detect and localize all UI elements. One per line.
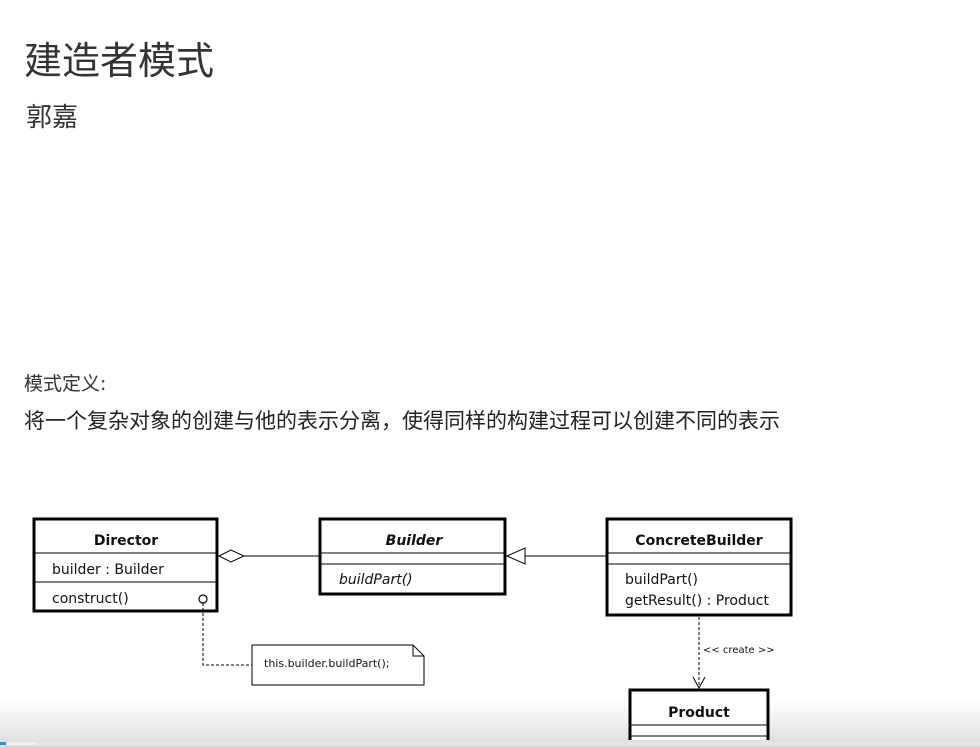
aggregation-connector	[217, 549, 320, 563]
aggregation-diamond-icon	[217, 549, 246, 563]
director-attribute: builder : Builder	[52, 562, 164, 578]
concrete-builder-method: buildPart()	[625, 572, 698, 588]
buffered-bar	[0, 742, 37, 745]
class-product: Product	[628, 688, 770, 740]
slide-title: 建造者模式	[24, 39, 215, 83]
definition-text: 将一个复杂对象的创建与他的表示分离，使得同样的构建过程可以创建不同的表示	[24, 409, 780, 433]
concrete-builder-name: ConcreteBuilder	[635, 533, 762, 549]
note-anchor-icon	[198, 594, 208, 604]
director-name: Director	[94, 533, 158, 549]
played-bar	[0, 742, 6, 745]
builder-name: Builder	[386, 533, 444, 549]
class-director: Director builder : Builder construct()	[32, 517, 219, 613]
concrete-builder-method: getResult() : Product	[625, 593, 769, 609]
video-progress-bar[interactable]	[0, 742, 980, 745]
note: this.builder.buildPart();	[202, 603, 425, 686]
note-text: this.builder.buildPart();	[264, 657, 389, 670]
create-label: << create >>	[703, 645, 775, 656]
product-name: Product	[668, 705, 730, 721]
player-controls-shade	[0, 700, 980, 747]
director-method: construct()	[52, 591, 129, 607]
dependency-arrow-icon	[692, 676, 706, 690]
create-dependency: << create >>	[692, 617, 775, 690]
class-concrete-builder: ConcreteBuilder buildPart() getResult() …	[605, 517, 793, 617]
builder-method: buildPart()	[339, 572, 413, 588]
class-builder: Builder buildPart()	[318, 517, 507, 596]
generalization-connector	[505, 547, 607, 565]
inheritance-arrow-icon	[505, 547, 526, 565]
definition-label: 模式定义:	[24, 373, 107, 395]
slide-author: 郭嘉	[26, 103, 79, 133]
